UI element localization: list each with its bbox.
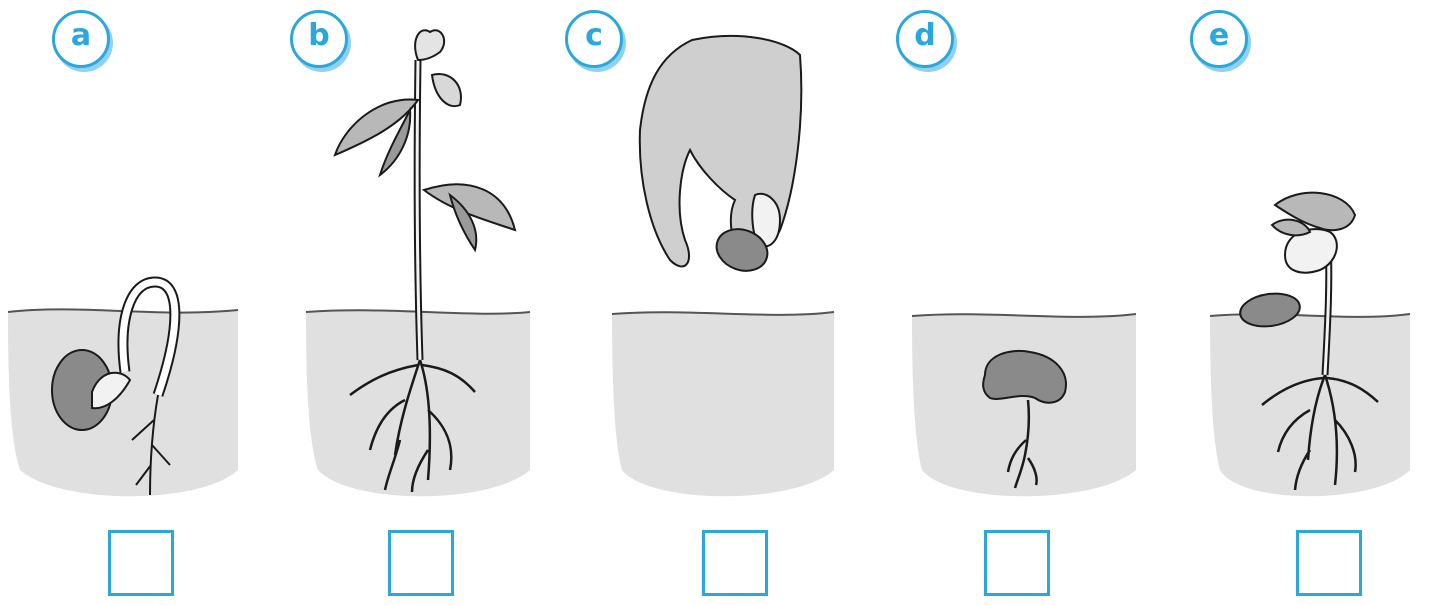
seed-with-root-illustration xyxy=(890,0,1180,605)
emerging-seedling-illustration xyxy=(1180,0,1433,605)
soil-patch xyxy=(612,312,834,496)
mature-plant-illustration xyxy=(300,0,590,605)
germinating-seed-illustration xyxy=(0,0,300,605)
answer-box-a[interactable] xyxy=(108,530,174,596)
soil-patch xyxy=(912,314,1136,496)
panel-c: c xyxy=(590,0,890,605)
flower xyxy=(432,74,461,106)
panel-e: e xyxy=(1180,0,1433,605)
answer-box-e[interactable] xyxy=(1296,530,1362,596)
answer-box-d[interactable] xyxy=(984,530,1050,596)
panel-a: a xyxy=(0,0,300,605)
hand-planting-seed-illustration xyxy=(590,0,890,605)
panel-d: d xyxy=(890,0,1180,605)
panel-b: b xyxy=(300,0,590,605)
answer-box-b[interactable] xyxy=(388,530,454,596)
soil-patch xyxy=(1210,314,1410,496)
flower-bud xyxy=(415,30,444,60)
answer-box-c[interactable] xyxy=(702,530,768,596)
